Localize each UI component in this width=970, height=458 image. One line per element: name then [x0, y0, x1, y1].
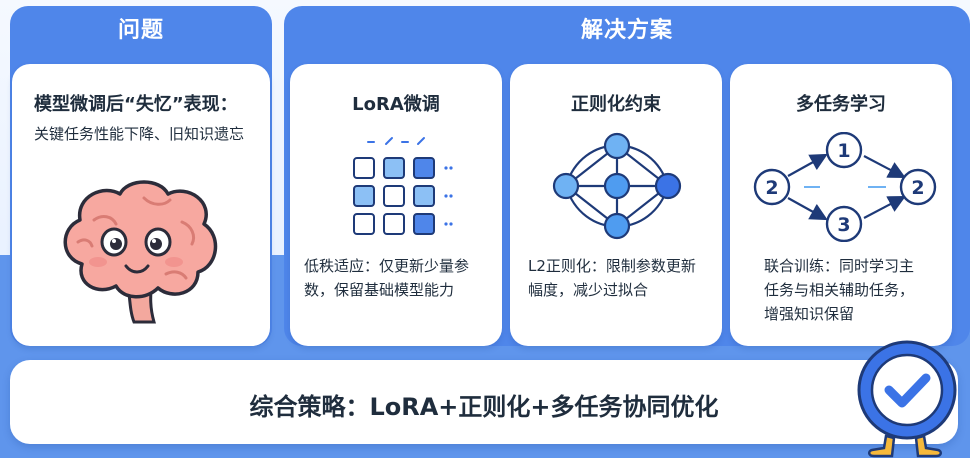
brain-icon [63, 180, 218, 324]
problem-panel: 问题 模型微调后“失忆”表现： 关键任务性能下降、旧知识遗忘 [10, 6, 272, 346]
multitask-card: 多任务学习 2 1 [730, 64, 952, 346]
regularization-card-title: 正则化约束 [571, 94, 661, 115]
multitask-node-3: 3 [825, 205, 863, 242]
summary-bar: 综合策略：LoRA+正则化+多任务协同优化 [10, 360, 958, 444]
problem-card: 模型微调后“失忆”表现： 关键任务性能下降、旧知识遗忘 [12, 64, 270, 346]
checkmark-mascot-icon [857, 340, 957, 458]
regularization-card-description: L2正则化：限制参数更新幅度，减少过拟合 [528, 257, 696, 299]
lora-grid-icon [353, 137, 453, 235]
multitask-flow-icon: 2 1 3 2 [753, 132, 937, 242]
svg-text:2: 2 [911, 177, 924, 199]
multitask-card-description: 联合训练：同时学习主任务与相关辅助任务，增强知识保留 [764, 257, 915, 323]
solution-header: 解决方案 [580, 18, 673, 43]
multitask-node-2: 1 [825, 132, 863, 169]
solution-panel: 解决方案 LoRA微调 [284, 6, 970, 346]
lora-card: LoRA微调 低秩适应：仅更新少量参 [290, 64, 502, 346]
summary-text: 综合策略：LoRA+正则化+多任务协同优化 [249, 393, 719, 421]
multitask-node-1: 2 [753, 168, 791, 206]
svg-text:3: 3 [837, 214, 850, 236]
problem-header: 问题 [117, 18, 164, 43]
lora-card-description: 低秩适应：仅更新少量参数，保留基础模型能力 [304, 257, 470, 299]
regularization-card: 正则化约束 L2正则化：限制参数更新 [510, 64, 722, 346]
svg-text:2: 2 [765, 177, 778, 199]
multitask-card-title: 多任务学习 [796, 94, 886, 115]
problem-description: 关键任务性能下降、旧知识遗忘 [34, 125, 245, 143]
problem-title: 模型微调后“失忆”表现： [34, 94, 238, 115]
lora-card-title: LoRA微调 [352, 94, 440, 115]
network-graph-icon [552, 132, 682, 240]
svg-text:1: 1 [837, 140, 850, 162]
multitask-node-4: 2 [899, 168, 937, 206]
